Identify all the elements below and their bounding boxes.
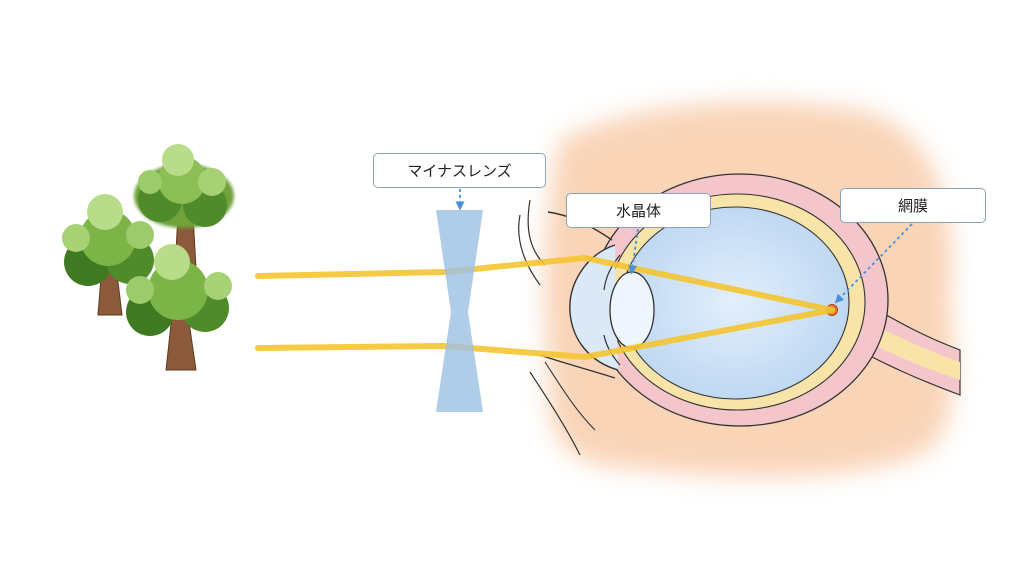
crystalline-lens-label: 水晶体 — [566, 193, 711, 228]
minus-lens-label-text: マイナスレンズ — [407, 162, 512, 180]
crystalline-lens — [609, 271, 655, 349]
lower-eyelid — [539, 354, 616, 379]
retina-label-text: 網膜 — [897, 197, 928, 215]
trees-illustration — [62, 144, 234, 371]
upper-light-ray — [255, 255, 835, 313]
eyeball — [620, 206, 850, 400]
leader-crystalline-lens — [628, 228, 639, 275]
tree-left — [62, 194, 154, 316]
crystalline-lens-label-text: 水晶体 — [615, 202, 661, 220]
minus-lens — [436, 210, 483, 412]
tree-back — [134, 144, 234, 269]
retina-label: 網膜 — [840, 188, 986, 223]
lower-light-ray — [255, 307, 835, 360]
minus-lens-label: マイナスレンズ — [373, 153, 546, 188]
light-rays — [255, 255, 835, 360]
tree-front — [126, 244, 232, 371]
leader-lines — [455, 189, 913, 304]
